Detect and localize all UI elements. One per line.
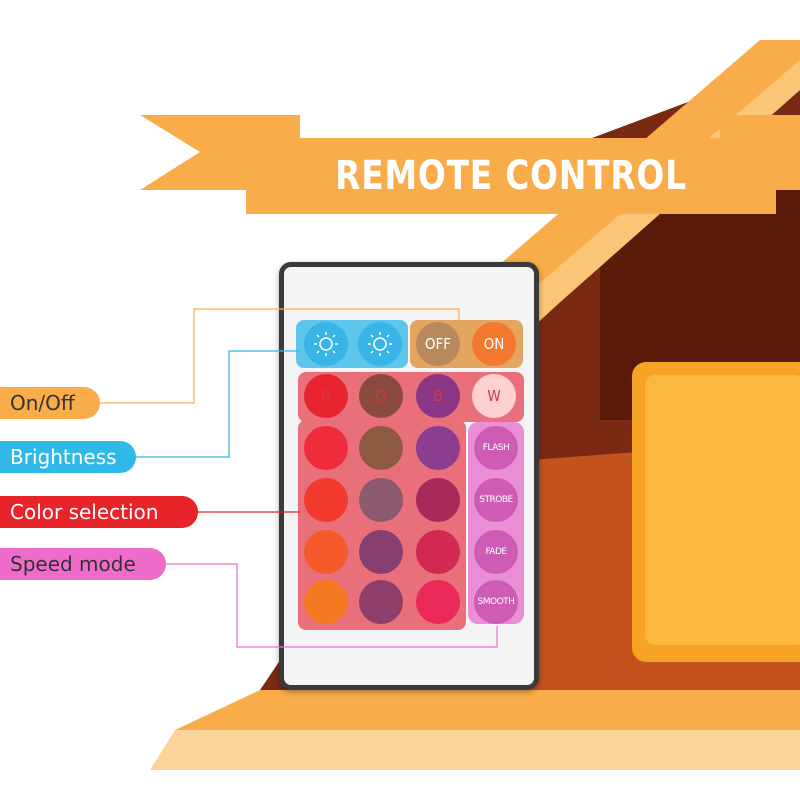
- color-swatch-button[interactable]: [359, 426, 403, 470]
- red-color-button[interactable]: R: [304, 374, 348, 418]
- speed-mode-label: Speed mode: [10, 552, 136, 576]
- green-color-label: G: [375, 387, 387, 405]
- brightness-up-button[interactable]: [358, 322, 402, 366]
- sun-up-icon: [368, 332, 392, 356]
- white-color-label: W: [487, 387, 501, 405]
- color-swatch-button[interactable]: [359, 478, 403, 522]
- flash-button[interactable]: FLASH: [474, 426, 518, 470]
- banner-title: REMOTE CONTROL: [335, 153, 687, 199]
- color-swatch-button[interactable]: [304, 426, 348, 470]
- color-selection-callout: Color selection: [0, 496, 198, 528]
- color-swatch-button[interactable]: [359, 580, 403, 624]
- off-button[interactable]: OFF: [416, 322, 460, 366]
- green-color-button[interactable]: G: [359, 374, 403, 418]
- strobe-button[interactable]: STROBE: [474, 478, 518, 522]
- red-color-label: R: [321, 387, 331, 405]
- frame-bottom: [175, 690, 800, 730]
- color-selection-label: Color selection: [10, 500, 159, 524]
- speed-mode-callout: Speed mode: [0, 548, 166, 580]
- frame-bottom-light: [150, 730, 800, 770]
- fade-label: FADE: [485, 547, 507, 557]
- color-swatch-button[interactable]: [304, 478, 348, 522]
- off-label: OFF: [424, 335, 452, 353]
- brightness-label: Brightness: [10, 445, 117, 469]
- brightness-callout: Brightness: [0, 441, 136, 473]
- strobe-label: STROBE: [479, 495, 513, 505]
- color-swatch-button[interactable]: [416, 580, 460, 624]
- color-swatch-button[interactable]: [359, 530, 403, 574]
- smooth-label: SMOOTH: [477, 597, 515, 607]
- flash-label: FLASH: [482, 443, 510, 453]
- fade-button[interactable]: FADE: [474, 530, 518, 574]
- color-swatch-button[interactable]: [416, 530, 460, 574]
- blue-color-button[interactable]: B: [416, 374, 460, 418]
- color-swatch-button[interactable]: [304, 530, 348, 574]
- on-off-label: On/Off: [10, 391, 75, 415]
- color-swatch-button[interactable]: [416, 426, 460, 470]
- white-color-button[interactable]: W: [472, 374, 516, 418]
- blue-color-label: B: [433, 387, 443, 405]
- color-swatch-button[interactable]: [416, 478, 460, 522]
- glow-cube-face: [645, 375, 800, 645]
- on-label: ON: [483, 335, 505, 353]
- on-button[interactable]: ON: [472, 322, 516, 366]
- brightness-down-button[interactable]: [304, 322, 348, 366]
- smooth-button[interactable]: SMOOTH: [474, 580, 518, 624]
- sun-down-icon: [314, 332, 338, 356]
- title-banner: [246, 138, 776, 214]
- color-swatch-button[interactable]: [304, 580, 348, 624]
- on-off-callout: On/Off: [0, 387, 100, 419]
